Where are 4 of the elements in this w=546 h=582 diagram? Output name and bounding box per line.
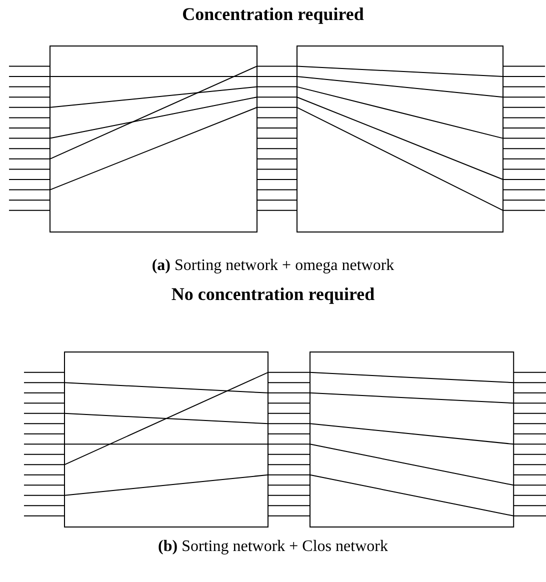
heading: Concentration required xyxy=(182,4,364,25)
figure-caption: (b) Sorting network + Clos network xyxy=(158,538,388,556)
heading: No concentration required xyxy=(171,284,375,305)
figure-caption: (a) Sorting network + omega network xyxy=(152,257,394,276)
